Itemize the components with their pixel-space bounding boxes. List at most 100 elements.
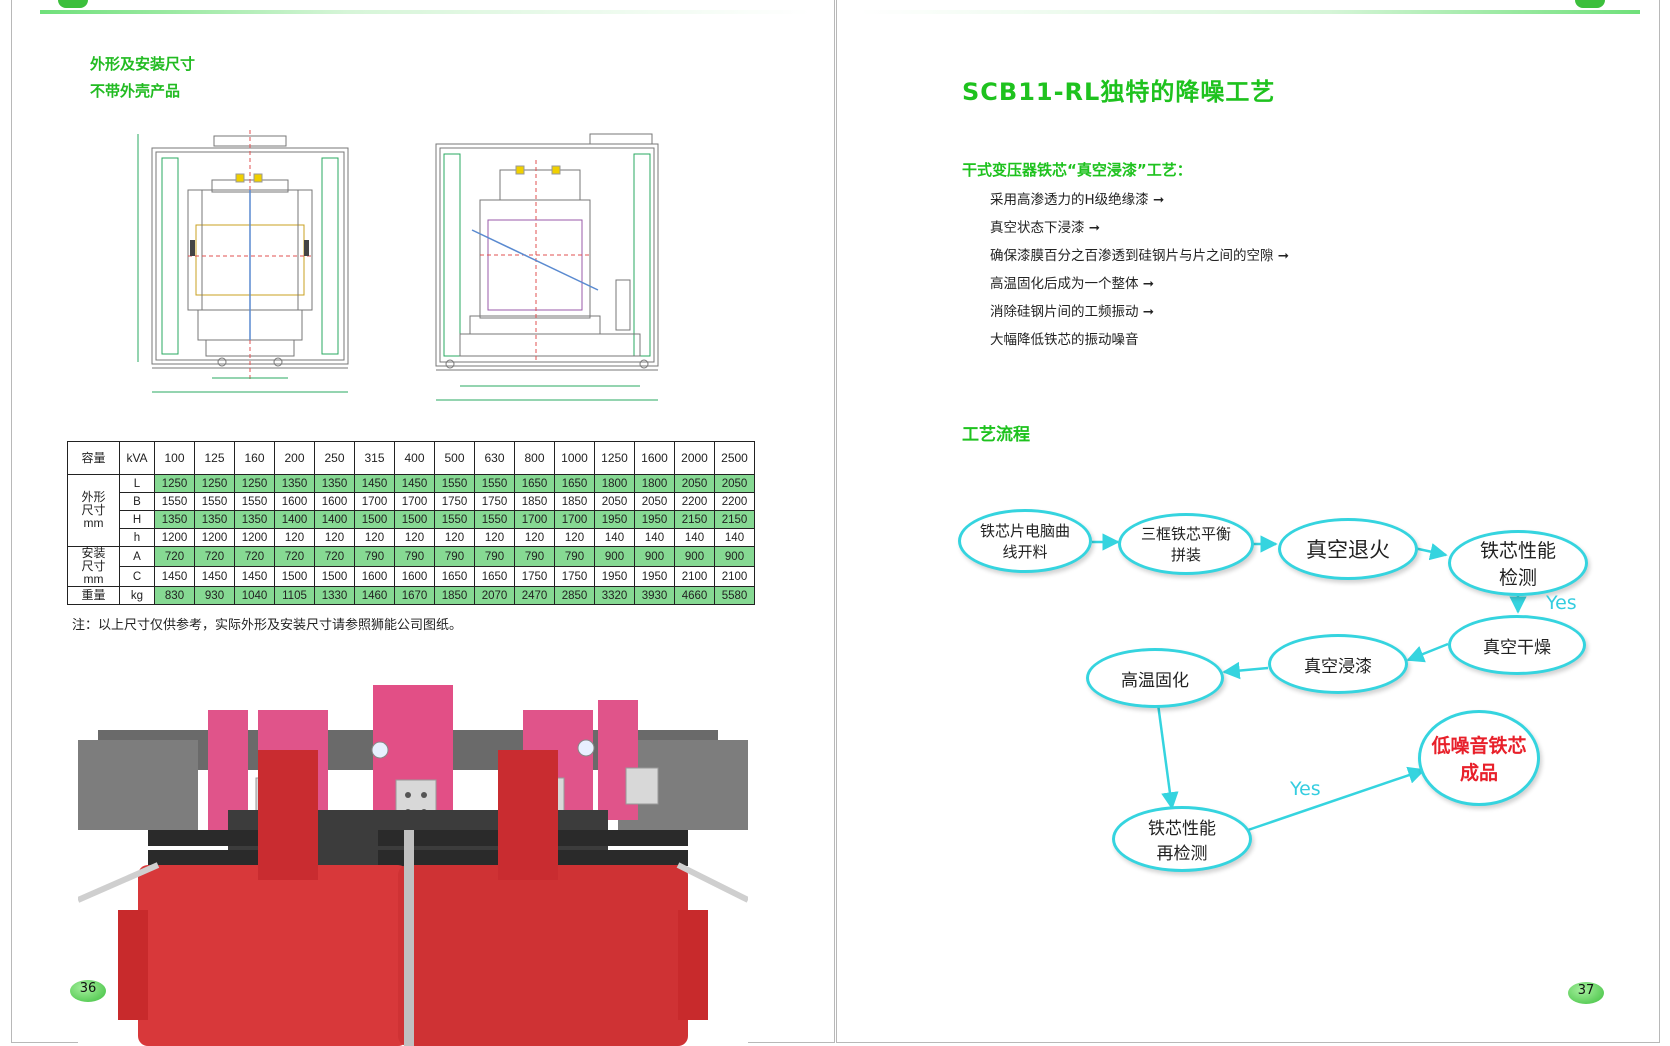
- row-unit: kg: [119, 586, 155, 605]
- table-cell: 900: [594, 546, 635, 567]
- table-cell: 790: [354, 546, 395, 567]
- table-row-B: B 1550 1550 1550 1600 1600 1700 1700 175…: [68, 492, 755, 511]
- left-page-number: 36: [70, 980, 106, 1002]
- table-cell: 2150: [714, 510, 755, 529]
- table-cell: 1550: [474, 510, 515, 529]
- table-cell: 2200: [674, 492, 715, 511]
- table-cell: 140: [634, 528, 675, 547]
- flow-title: 工艺流程: [962, 425, 1030, 445]
- arrow-8-9: [1247, 766, 1426, 832]
- table-cell: 1600: [314, 492, 355, 511]
- flow-node-performance-test: 铁芯性能 检测: [1448, 530, 1588, 596]
- table-cell: 1350: [194, 510, 235, 529]
- table-cell: 120: [434, 528, 475, 547]
- process-bullet: 消除硅钢片间的工频振动 ➞: [990, 304, 1155, 320]
- section-subtitle-no-enclosure: 不带外壳产品: [90, 82, 181, 100]
- table-cell: 900: [634, 546, 675, 567]
- table-cell: 2050: [714, 474, 755, 493]
- table-cell: 1200: [194, 528, 235, 547]
- table-cell: 120: [474, 528, 515, 547]
- table-row-C: C 1450 1450 1450 1500 1500 1600 1600 165…: [68, 566, 755, 587]
- table-header-row: 容量 kVA 100 125 160 200 250 315 400 500 6…: [67, 441, 755, 475]
- cap-cell: 250: [314, 441, 355, 475]
- table-row-h: h 1200 1200 1200 120 120 120 120 120 120…: [68, 528, 755, 547]
- table-cell: 1450: [194, 566, 235, 587]
- table-cell: 1950: [634, 566, 675, 587]
- process-bullet: 采用高渗透力的H级绝缘漆 ➞: [990, 192, 1165, 208]
- table-cell: 1700: [354, 492, 395, 511]
- flow-node-performance-test-label: 铁芯性能 检测: [1479, 540, 1556, 589]
- table-cell: 1250: [234, 474, 275, 493]
- cap-cell: 500: [434, 441, 475, 475]
- table-cell: 1350: [274, 474, 315, 493]
- table-cell: 2050: [674, 474, 715, 493]
- flow-node-annealing: 真空退火: [1278, 518, 1418, 580]
- table-cell: 2070: [474, 586, 515, 605]
- left-top-dot: [58, 0, 88, 8]
- cap-cell: 800: [514, 441, 555, 475]
- table-cell: 1650: [474, 566, 515, 587]
- flow-node-vacuum-drying: 真空干燥: [1448, 615, 1586, 675]
- cap-cell: 1600: [634, 441, 675, 475]
- right-top-dot: [1575, 0, 1605, 8]
- cap-cell: 2500: [714, 441, 755, 475]
- row-unit: B: [119, 492, 155, 511]
- table-cell: 4660: [674, 586, 715, 605]
- row-unit: C: [119, 566, 155, 587]
- table-cell: 1105: [274, 586, 315, 605]
- cap-cell: 125: [194, 441, 235, 475]
- table-row-A: 安装 尺寸 mm A 720 720 720 720 720 790 790 7…: [67, 546, 755, 587]
- side-view-drawing: [435, 133, 659, 401]
- table-cell: 2850: [554, 586, 595, 605]
- section-title-dimensions: 外形及安装尺寸: [90, 55, 196, 73]
- left-top-bar: [40, 10, 810, 14]
- table-row-L: 外形 尺寸 mm L 1250 1250 1250 1350 1350 1450…: [67, 474, 755, 547]
- table-cell: 120: [314, 528, 355, 547]
- table-cell: 2470: [514, 586, 555, 605]
- process-bullet: 大幅降低铁芯的振动噪音: [990, 332, 1139, 348]
- right-page-number: 37: [1568, 982, 1604, 1004]
- flow-node-retest-label: 铁芯性能 再检测: [1148, 819, 1216, 864]
- table-cell: 1550: [474, 474, 515, 493]
- table-cell: 1040: [234, 586, 275, 605]
- arrow-7-8: [1156, 703, 1179, 810]
- row-unit: H: [119, 510, 155, 529]
- table-cell: 1750: [474, 492, 515, 511]
- table-cell: 1800: [594, 474, 635, 493]
- table-cell: 3320: [594, 586, 635, 605]
- group-install-size: 安装 尺寸 mm: [67, 546, 120, 587]
- cap-cell: 315: [354, 441, 395, 475]
- page-main-title: SCB11-RL独特的降噪工艺: [962, 78, 1276, 106]
- table-cell: 1850: [514, 492, 555, 511]
- table-cell: 1750: [514, 566, 555, 587]
- table-cell: 720: [274, 546, 315, 567]
- table-cell: 1450: [154, 566, 195, 587]
- table-footnote: 注：以上尺寸仅供参考，实际外形及安装尺寸请参照狮能公司图纸。: [72, 618, 463, 633]
- right-top-bar: [860, 10, 1640, 14]
- table-cell: 120: [394, 528, 435, 547]
- table-cell: 1500: [394, 510, 435, 529]
- table-cell: 1450: [354, 474, 395, 493]
- flow-node-cutting: 铁芯片电脑曲 线开料: [958, 509, 1092, 573]
- table-cell: 120: [554, 528, 595, 547]
- row-unit: L: [119, 474, 155, 493]
- arrow-5-6: [1406, 642, 1449, 663]
- flow-node-high-temp-curing: 高温固化: [1086, 648, 1224, 708]
- flow-node-vacuum-impregnation: 真空浸漆: [1268, 634, 1408, 694]
- table-cell: 830: [154, 586, 195, 605]
- table-cell: 1350: [314, 474, 355, 493]
- table-cell: 2050: [594, 492, 635, 511]
- group-weight: 重量: [67, 586, 120, 605]
- table-cell: 1400: [314, 510, 355, 529]
- table-cell: 1700: [554, 510, 595, 529]
- table-cell: 1850: [434, 586, 475, 605]
- table-cell: 1350: [154, 510, 195, 529]
- flow-node-cutting-label: 铁芯片电脑曲 线开料: [979, 522, 1070, 561]
- table-cell: 120: [514, 528, 555, 547]
- table-cell: 1550: [154, 492, 195, 511]
- table-cell: 1650: [514, 474, 555, 493]
- flow-connectors: [1092, 533, 1527, 832]
- table-cell: 790: [514, 546, 555, 567]
- flow-node-final-product-label: 低噪音铁芯 成品: [1431, 735, 1527, 784]
